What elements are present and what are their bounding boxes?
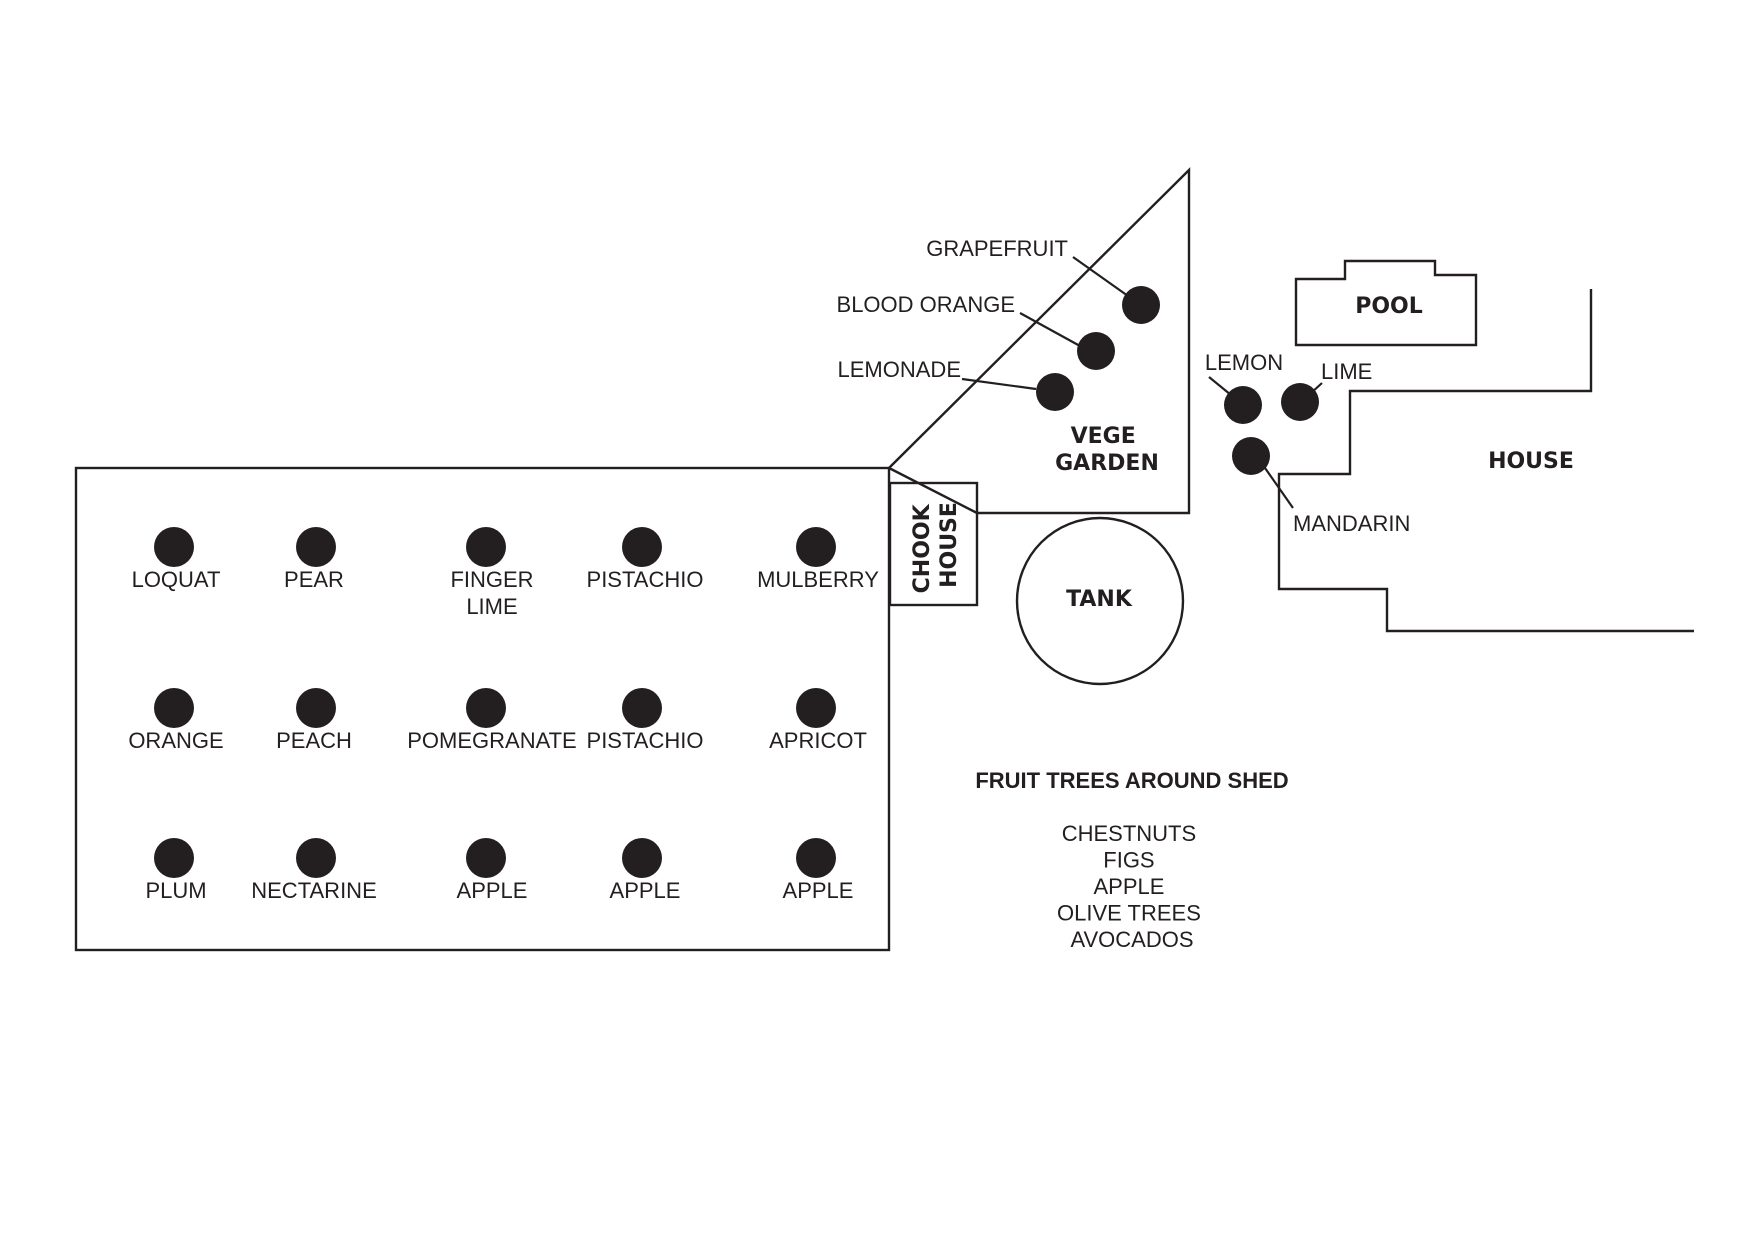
grapefruit-leader (1072, 256, 1129, 297)
vege-garden-label: VEGE GARDEN (1055, 424, 1159, 476)
orchard-tree-label: APPLE (610, 878, 681, 903)
orchard-tree-label-line: LIME (466, 594, 517, 619)
pool-outline (1294, 259, 1478, 347)
orchard-tree (622, 527, 662, 567)
pool-label: POOL (1355, 294, 1423, 319)
orchard-tree-label: PLUM (145, 878, 206, 903)
orchard-tree-label-line: APPLE (783, 878, 854, 903)
shed-list: CHESTNUTS FIGS APPLE OLIVE TREES AVOCADO… (1057, 821, 1207, 952)
mandarin-leader (1264, 467, 1294, 509)
tree-lemonade (1036, 373, 1074, 411)
tree-label: MANDARIN (1293, 511, 1410, 536)
shed-list-item: APPLE (1093, 874, 1164, 899)
orchard-tree (796, 527, 836, 567)
tank: TANK (1015, 516, 1185, 686)
shed-list-item: CHESTNUTS (1062, 821, 1196, 846)
orchard-tree (622, 838, 662, 878)
house-label: HOUSE (1488, 449, 1574, 474)
orchard-tree (296, 688, 336, 728)
shed-heading: FRUIT TREES AROUND SHED (975, 768, 1288, 793)
blood-orange-leader (1019, 312, 1081, 347)
orchard-tree (466, 838, 506, 878)
lime-leader (1309, 382, 1323, 395)
tree-label: BLOOD ORANGE (837, 292, 1015, 317)
house-outline (1277, 289, 1694, 633)
orchard-tree (622, 688, 662, 728)
tree-blood-orange (1077, 332, 1115, 370)
orchard-tree-label-line: APRICOT (769, 728, 867, 753)
vege-garden-label-line: VEGE (1071, 424, 1136, 449)
orchard-tree-label: PISTACHIO (587, 567, 704, 592)
tree-label: LEMONADE (838, 357, 961, 382)
orchard-tree-label-line: APPLE (457, 878, 528, 903)
orchard-tree-label-line: POMEGRANATE (407, 728, 577, 753)
tree-label: GRAPEFRUIT (926, 236, 1068, 261)
orchard-tree-label-line: PISTACHIO (587, 567, 704, 592)
orchard-tree-label: PISTACHIO (587, 728, 704, 753)
vege-garden: VEGE GARDEN GRAPEFRUIT BLOOD ORANGE LEMO… (837, 167, 1191, 515)
shed-list-item: OLIVE TREES (1057, 901, 1201, 926)
shed-list-item: FIGS (1103, 848, 1154, 873)
orchard-tree-label-line: LOQUAT (132, 567, 221, 592)
orchard-tree-label: PEAR (284, 567, 344, 592)
orchard-tree-label: LOQUAT (132, 567, 221, 592)
orchard-boundary (74, 466, 891, 952)
orchard-tree-label-line: PLUM (145, 878, 206, 903)
orchard-tree (296, 838, 336, 878)
house: HOUSE LEMON LIME MANDARIN (1205, 289, 1694, 633)
vege-garden-label-line: GARDEN (1055, 451, 1159, 476)
chook-house-label-line: CHOOK (910, 503, 935, 593)
tank-outline (1015, 516, 1185, 686)
tree-lime (1281, 383, 1319, 421)
orchard-tree-label: NECTARINE (251, 878, 377, 903)
orchard-tree (154, 688, 194, 728)
chook-house-label: CHOOK HOUSE (910, 497, 962, 594)
lemon-leader (1208, 376, 1232, 396)
chook-house-label-line: HOUSE (937, 502, 962, 588)
orchard-tree-label: APRICOT (769, 728, 867, 753)
orchard-tree-label: MULBERRY (757, 567, 879, 592)
shed-list-item: AVOCADOS (1070, 927, 1193, 952)
shed-trees-note: FRUIT TREES AROUND SHED CHESTNUTS FIGS A… (975, 768, 1288, 952)
orchard-tree-label: PEACH (276, 728, 352, 753)
orchard-tree-label: POMEGRANATE (407, 728, 577, 753)
orchard-tree (466, 527, 506, 567)
orchard-tree-label-line: NECTARINE (251, 878, 377, 903)
orchard-tree-label: APPLE (783, 878, 854, 903)
orchard-tree-label-line: PEACH (276, 728, 352, 753)
orchard-tree-label-line: FINGER (450, 567, 533, 592)
tree-mandarin (1232, 437, 1270, 475)
orchard-tree-label-line: APPLE (610, 878, 681, 903)
orchard-tree-label-line: MULBERRY (757, 567, 879, 592)
orchard-tree (154, 527, 194, 567)
tree-label: LEMON (1205, 350, 1283, 375)
chook-house: CHOOK HOUSE (888, 481, 979, 607)
orchard-tree-label: ORANGE (128, 728, 223, 753)
orchard-tree-label-line: ORANGE (128, 728, 223, 753)
chook-house-boundary (888, 481, 979, 607)
tank-label: TANK (1066, 587, 1133, 612)
lemonade-leader (961, 377, 1037, 391)
tree-grapefruit (1122, 286, 1160, 324)
orchard-tree (154, 838, 194, 878)
orchard-tree-label-line: PEAR (284, 567, 344, 592)
orchard-tree (796, 688, 836, 728)
tree-label: LIME (1321, 359, 1372, 384)
orchard-tree (296, 527, 336, 567)
pool: POOL (1294, 259, 1478, 347)
tree-lemon (1224, 386, 1262, 424)
orchard-tree-label: APPLE (457, 878, 528, 903)
orchard-tree-label-line: PISTACHIO (587, 728, 704, 753)
orchard-tree (466, 688, 506, 728)
orchard-tree (796, 838, 836, 878)
